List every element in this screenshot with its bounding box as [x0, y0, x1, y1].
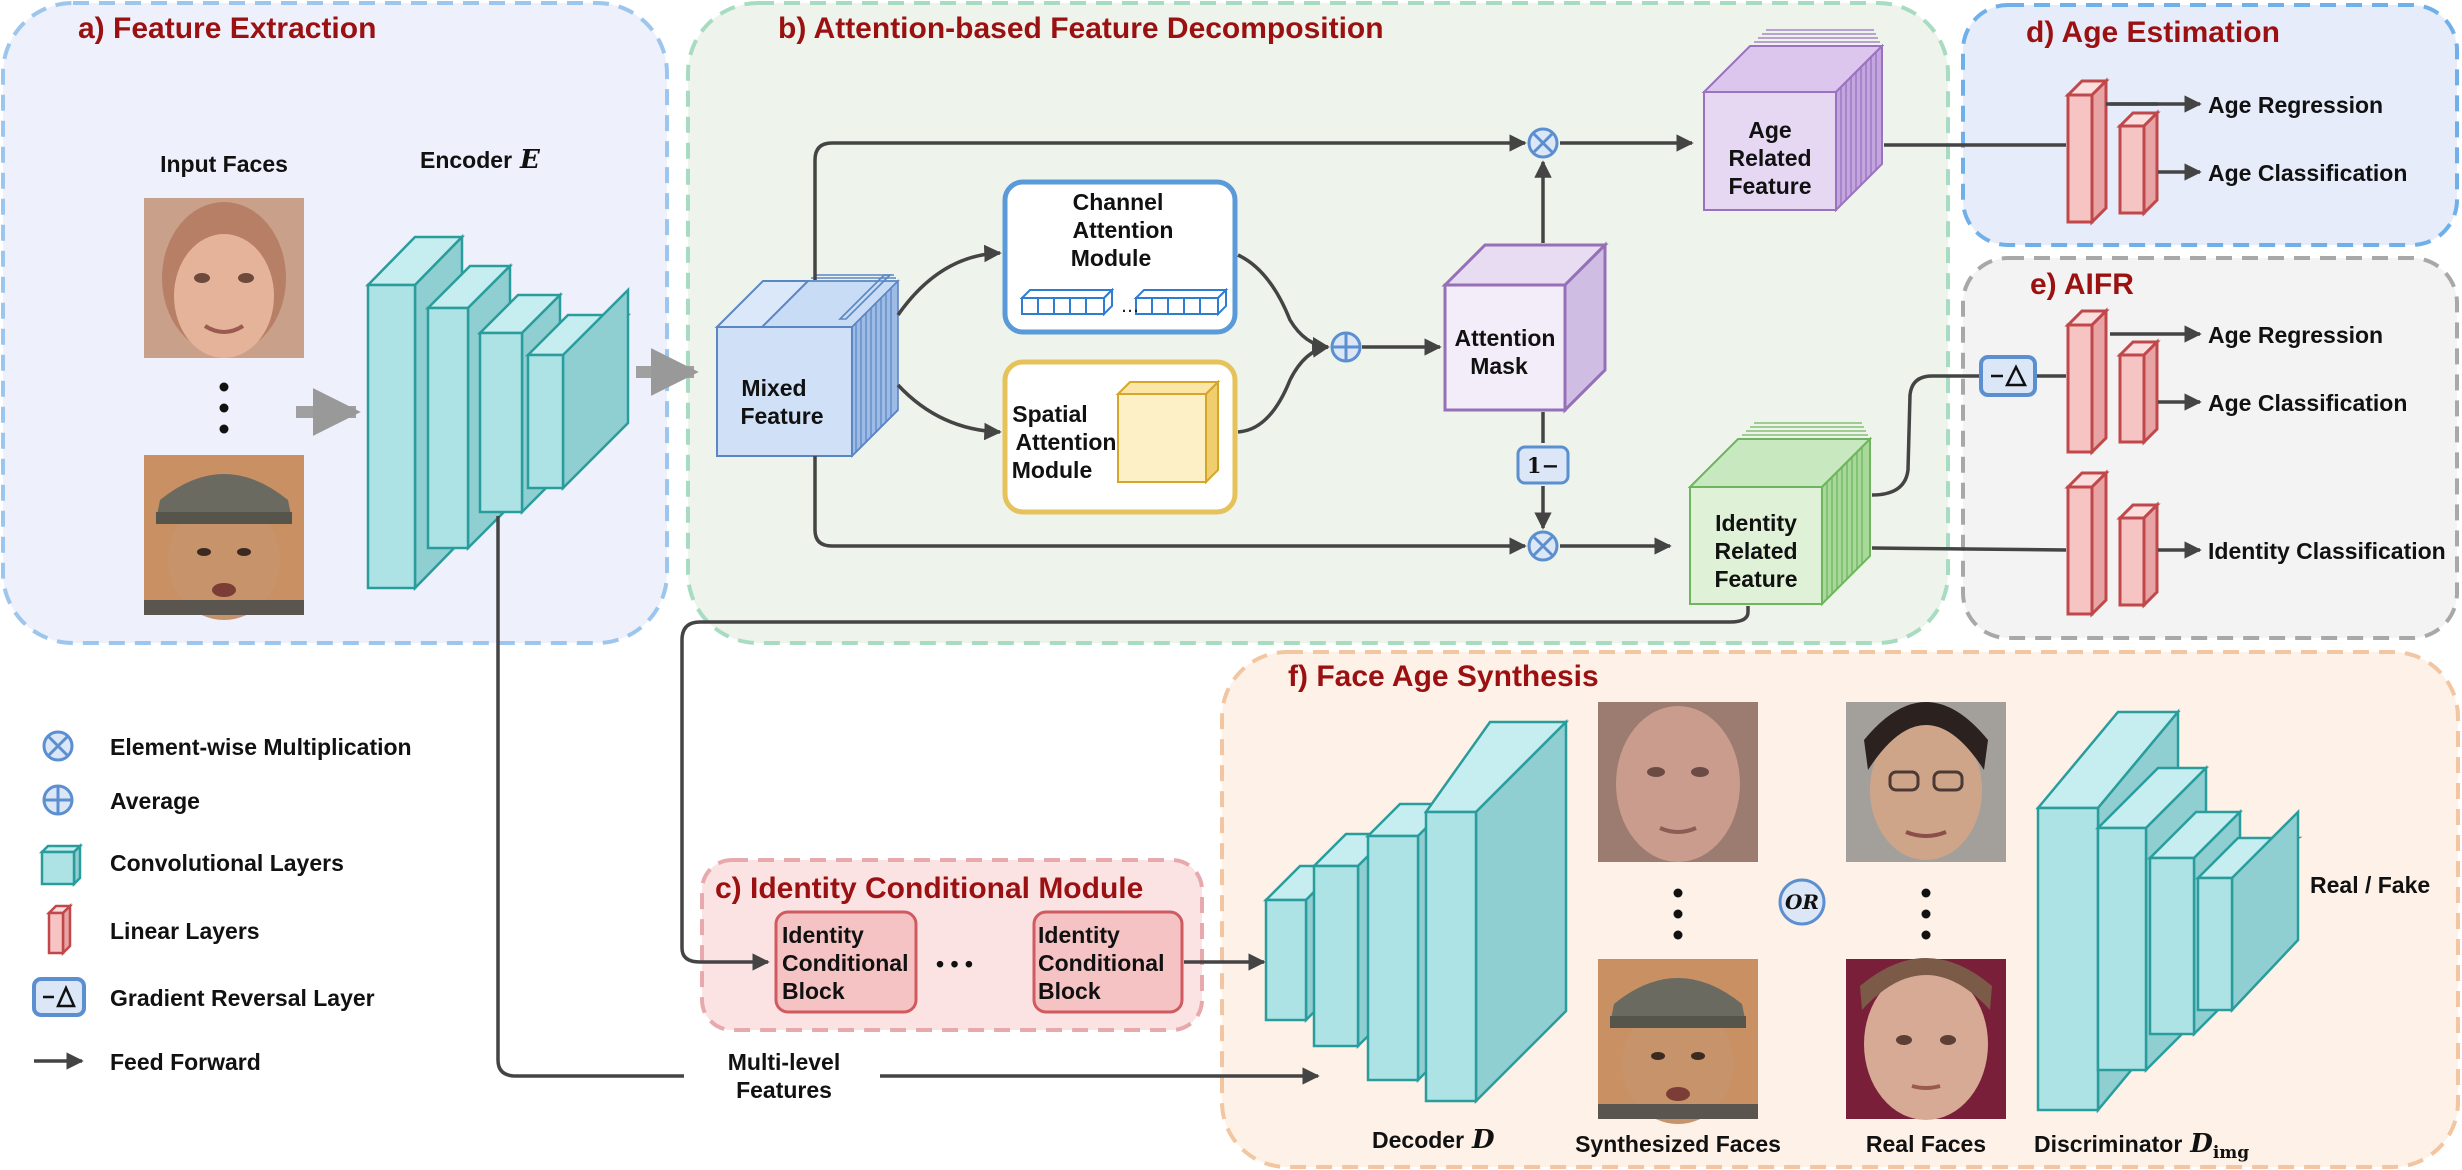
- average-icon: [42, 784, 74, 816]
- legend-label-5: Feed Forward: [110, 1049, 261, 1075]
- discriminator-conv-layers: [2035, 708, 2303, 1114]
- grl-delta-glyph: [2004, 364, 2028, 387]
- encoder-conv-layers: [365, 233, 632, 592]
- or-operator: [1778, 878, 1826, 926]
- synthesized-face-man-image: [1598, 959, 1758, 1124]
- icb2-label-2: Conditional: [1038, 950, 1164, 976]
- input-faces-label: Input Faces: [160, 151, 288, 177]
- gradient-reversal-layer-icon: [32, 977, 86, 1017]
- identity-related-feature-stack: [1687, 422, 1873, 607]
- real-fake-label: Real / Fake: [2310, 872, 2430, 898]
- panel-title-c: c) Identity Conditional Module: [715, 872, 1143, 905]
- linear-layer-icon: [45, 902, 74, 957]
- legend-label-0: Element-wise Multiplication: [110, 734, 412, 760]
- multilevel-label-1: Multi-level: [728, 1049, 840, 1075]
- icb1-label-3: Block: [782, 978, 845, 1004]
- identity-multiplication-icon: [1527, 530, 1559, 562]
- identity-to-icm-edge: [680, 606, 1750, 971]
- e-age-regression-label: Age Regression: [2208, 322, 2383, 348]
- identity-conditional-block-2: [1032, 910, 1184, 1014]
- channel-attention-label-1: Channel: [1073, 189, 1164, 215]
- synthesized-face-old-image: [1598, 702, 1758, 862]
- panel-b-edges: [813, 134, 1694, 555]
- element-wise-multiplication-icon: [42, 730, 74, 762]
- identity-to-id-linear-edge: [1871, 546, 2067, 552]
- gradient-reversal-layer: [1979, 355, 2037, 397]
- mixed-feature-label-2: Feature: [740, 403, 823, 429]
- icb2-label-1: Identity: [1038, 922, 1120, 948]
- synthesized-faces-label: Synthesized Faces: [1575, 1131, 1781, 1157]
- real-face-woman-image: [1846, 702, 2006, 862]
- mixed-feature-label: Mixed: [741, 375, 806, 401]
- real-ellipsis-icon: [1921, 888, 1931, 940]
- identity-feature-label-1: Identity: [1715, 510, 1797, 536]
- channel-attention-label-3: Module: [1071, 245, 1152, 271]
- attention-mask-cube: [1441, 241, 1609, 414]
- decoder-conv-layers: [1262, 718, 1570, 1105]
- age-feature-label-2: Related: [1728, 145, 1811, 171]
- panel-title-f: f) Face Age Synthesis: [1288, 660, 1599, 693]
- spatial-attention-label-2: Attention: [1016, 429, 1117, 455]
- panel-aifr: [1961, 256, 2459, 640]
- vertical-ellipsis-icon: [219, 382, 229, 434]
- age-estimation-linear-layers: [2064, 77, 2161, 226]
- synthesized-ellipsis-icon: [1673, 888, 1683, 940]
- channel-ellipsis: …: [1121, 296, 1139, 317]
- age-feature-label-3: Feature: [1728, 173, 1811, 199]
- average-operator-icon: [1330, 331, 1362, 363]
- encoder-multilevel-edge: [496, 516, 684, 1078]
- channel-vector-icon: [1019, 287, 1229, 317]
- convolutional-layer-icon: [38, 842, 84, 888]
- attention-mask-label-1: Attention: [1455, 325, 1556, 351]
- identity-feature-label-3: Feature: [1714, 566, 1797, 592]
- or-label: OR: [1785, 890, 1819, 914]
- legend-label-4: Gradient Reversal Layer: [110, 985, 375, 1011]
- age-feature-label-1: Age: [1748, 117, 1791, 143]
- aifr-age-linear-layers: [2064, 307, 2161, 456]
- d-age-classification-label: Age Classification: [2208, 160, 2407, 186]
- panel-title-a: a) Feature Extraction: [78, 12, 376, 45]
- identity-classification-label: Identity Classification: [2208, 538, 2446, 564]
- icb-ellipsis: • • •: [936, 951, 973, 977]
- spatial-map-icon: [1115, 379, 1221, 485]
- identity-conditional-block-1: [774, 910, 918, 1014]
- e-age-classification-label: Age Classification: [2208, 390, 2407, 416]
- legend-label-1: Average: [110, 788, 200, 814]
- aifr-identity-linear-layers: [2064, 469, 2161, 618]
- age-related-feature-stack: [1701, 29, 1885, 213]
- panel-title-e: e) AIFR: [2030, 268, 2134, 301]
- spatial-attention-label-3: Module: [1012, 457, 1093, 483]
- legend-label-2: Convolutional Layers: [110, 850, 344, 876]
- panel-title-b: b) Attention-based Feature Decomposition: [778, 12, 1384, 45]
- real-face-boy-image: [1846, 958, 2006, 1120]
- identity-feature-label-2: Related: [1714, 538, 1797, 564]
- one-minus-label: 1−: [1527, 453, 1559, 478]
- icb1-label-1: Identity: [782, 922, 864, 948]
- attention-mask-label-2: Mask: [1470, 353, 1528, 379]
- one-minus-operator: [1516, 445, 1570, 485]
- mixed-feature-stack: [714, 274, 900, 458]
- icb1-label-2: Conditional: [782, 950, 908, 976]
- channel-attention-label-2: Attention: [1073, 217, 1174, 243]
- input-face-child-image: [144, 198, 304, 358]
- icb2-label-3: Block: [1038, 978, 1101, 1004]
- d-age-regression-label: Age Regression: [2208, 92, 2383, 118]
- multilevel-label-2: Features: [736, 1077, 832, 1103]
- input-face-man-image: [144, 455, 304, 620]
- identity-to-grl-edge: [1871, 374, 1979, 497]
- panel-title-d: d) Age Estimation: [2026, 16, 2280, 49]
- spatial-attention-label-1: Spatial: [1012, 401, 1087, 427]
- age-multiplication-icon: [1527, 127, 1559, 159]
- real-faces-label: Real Faces: [1866, 1131, 1986, 1157]
- legend: Element-wise Multiplication Average Conv…: [32, 730, 412, 1075]
- legend-label-3: Linear Layers: [110, 918, 260, 944]
